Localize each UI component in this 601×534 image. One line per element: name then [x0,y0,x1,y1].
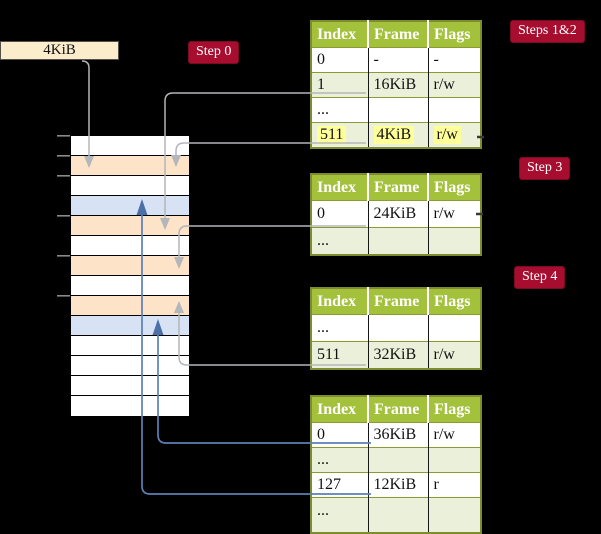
table-cell: - [428,47,481,73]
table-cell [368,497,429,533]
table-row-highlighted: 511 4KiB r/w [311,122,481,148]
memory-row-10 [71,316,189,336]
table-cell: 0 [311,47,369,73]
memory-row-6 [71,236,189,256]
page-table-2: Index Frame Flags 0 24KiB r/w ... [310,173,482,256]
table-cell: r/w [428,341,481,369]
physical-memory-stack [70,135,190,417]
column-header-frame: Frame [368,21,429,48]
table-cell [428,227,481,255]
table-cell [368,447,429,473]
table-row: ... [311,314,481,342]
column-header-flags: Flags [428,21,481,48]
table-cell [428,314,481,342]
table-header-row: Index Frame Flags [311,396,481,423]
table-cell: 32KiB [368,341,429,369]
table-header-row: Index Frame Flags [311,288,481,315]
steps-1-2-badge: Steps 1&2 [510,20,585,43]
memory-row-1 [71,136,189,156]
table-row: ... [311,227,481,255]
memory-row-13 [71,376,189,396]
page-table-3: Index Frame Flags ... 511 32KiB r/w [310,287,482,370]
column-header-frame: Frame [368,174,429,201]
table-cell: 511 [311,122,369,148]
table-row: 511 32KiB r/w [311,341,481,369]
step-4-badge: Step 4 [514,266,566,289]
table-cell: r/w [428,200,481,228]
table-cell: ... [311,447,369,473]
memory-row-12 [71,356,189,376]
column-header-frame: Frame [368,396,429,423]
column-header-index: Index [311,21,369,48]
table-cell: 4KiB [368,122,429,148]
table-cell: 1 [311,72,369,98]
table-row: 0 - - [311,47,481,73]
memory-row-5 [71,216,189,236]
memory-row-3 [71,176,189,196]
table-cell: r [428,472,481,498]
memory-row-4 [71,196,189,216]
table-row: 0 24KiB r/w [311,200,481,228]
column-header-flags: Flags [428,288,481,315]
table-cell [428,97,481,123]
table-cell: 511 [311,341,369,369]
table-cell: - [368,47,429,73]
table-row: ... [311,447,481,473]
page-size-label: 4KiB [43,42,76,58]
table-cell [368,97,429,123]
table-cell: ... [311,314,369,342]
column-header-frame: Frame [368,288,429,315]
page-table-4: Index Frame Flags 0 36KiB r/w ... 127 12… [310,395,482,534]
table-cell [428,497,481,533]
table-cell: ... [311,497,369,533]
column-header-index: Index [311,288,369,315]
table-row: ... [311,497,481,533]
table-cell: r/w [428,72,481,98]
table-cell: r/w [428,122,481,148]
step-3-badge: Step 3 [519,157,571,180]
table-cell: 0 [311,422,369,448]
table-cell: 12KiB [368,472,429,498]
memory-row-2 [71,156,189,176]
memory-row-14 [71,396,189,416]
memory-row-9 [71,296,189,316]
table-cell: 36KiB [368,422,429,448]
table-cell [428,447,481,473]
table-cell: r/w [428,422,481,448]
table-cell: ... [311,227,369,255]
column-header-flags: Flags [428,174,481,201]
table-cell: 127 [311,472,369,498]
table-cell [368,314,429,342]
table-cell [368,227,429,255]
page-table-1: Index Frame Flags 0 - - 1 16KiB r/w ... … [310,20,482,149]
table-row: ... [311,97,481,123]
column-header-flags: Flags [428,396,481,423]
table-row: 0 36KiB r/w [311,422,481,448]
table-header-row: Index Frame Flags [311,21,481,48]
table-cell: 24KiB [368,200,429,228]
column-header-index: Index [311,396,369,423]
table-cell: 16KiB [368,72,429,98]
table-cell: ... [311,97,369,123]
table-row: 1 16KiB r/w [311,72,481,98]
page-size-box: 4KiB [0,41,119,60]
table-header-row: Index Frame Flags [311,174,481,201]
column-header-index: Index [311,174,369,201]
memory-row-11 [71,336,189,356]
table-cell: 0 [311,200,369,228]
step-0-badge: Step 0 [188,41,240,64]
memory-row-8 [71,276,189,296]
memory-row-7 [71,256,189,276]
table-row: 127 12KiB r [311,472,481,498]
